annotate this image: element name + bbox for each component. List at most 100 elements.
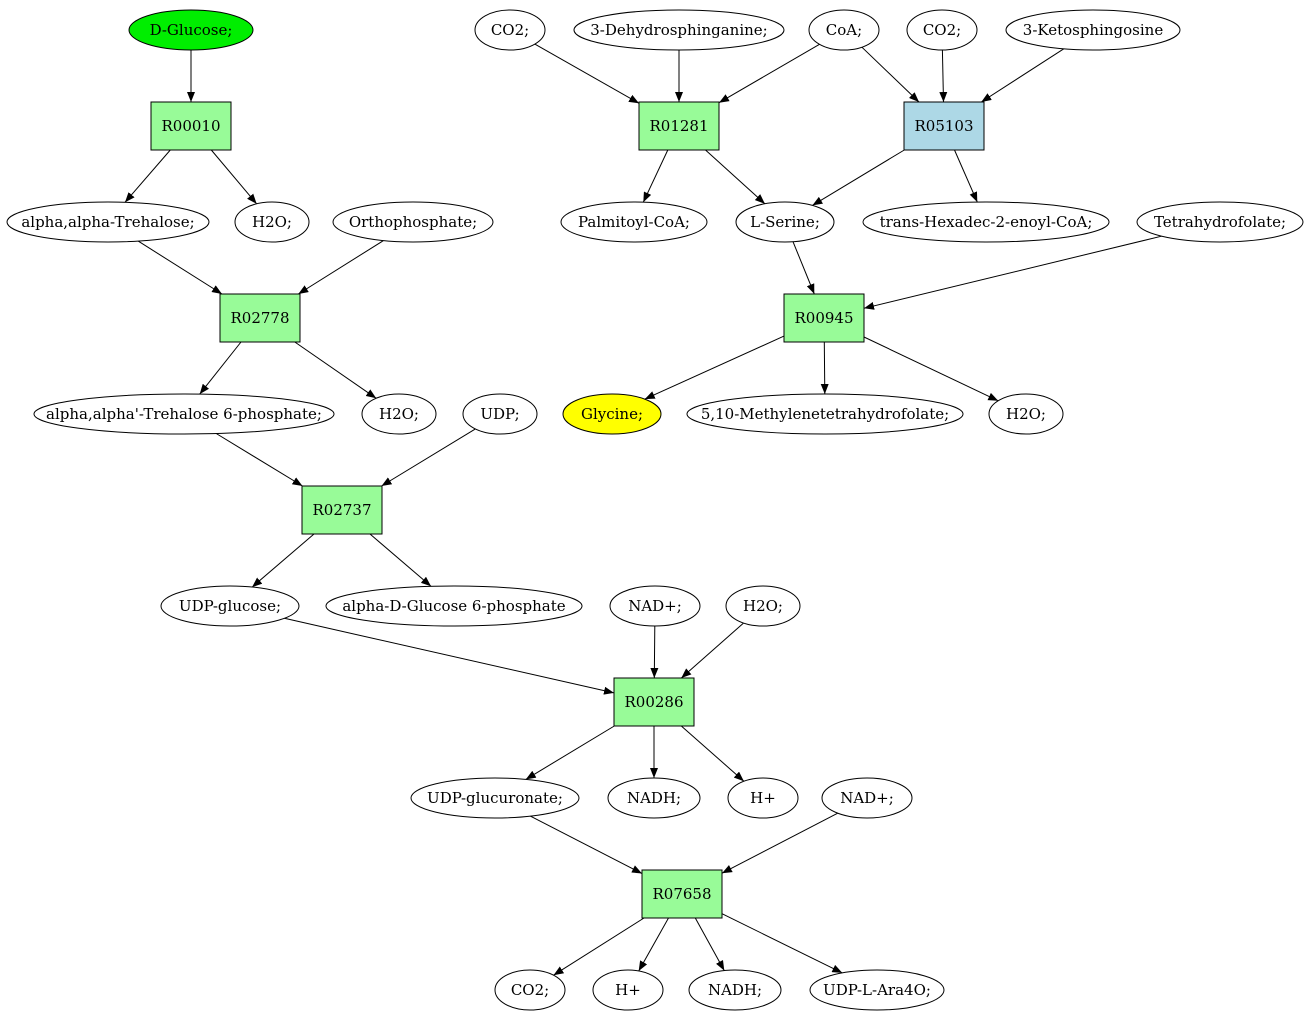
compound-shape[interactable]	[607, 777, 701, 819]
compound-shape[interactable]	[410, 777, 580, 819]
compound-shape[interactable]	[1005, 9, 1181, 51]
reaction-shape[interactable]	[150, 101, 232, 151]
compound-shape[interactable]	[562, 393, 662, 435]
compound-shape[interactable]	[462, 393, 538, 435]
compound-label: CO2;	[491, 21, 529, 39]
compound-label: 3-Dehydrosphinganine;	[590, 21, 767, 39]
compound-node[interactable]: UDP-L-Ara4O;	[809, 969, 945, 1011]
compound-node[interactable]: 3-Ketosphingosine	[1005, 9, 1181, 51]
compound-node[interactable]: H2O;	[361, 393, 437, 435]
reaction-shape[interactable]	[903, 101, 985, 151]
compound-node[interactable]: CO2;	[494, 969, 566, 1011]
reaction-shape[interactable]	[301, 485, 383, 535]
compound-shape[interactable]	[573, 9, 785, 51]
reaction-shape[interactable]	[219, 293, 301, 343]
compound-label: CO2;	[923, 21, 961, 39]
edge-r_R07658-to-c_udparab	[721, 913, 843, 974]
compound-node[interactable]: UDP-glucuronate;	[410, 777, 580, 819]
nodes-layer: D-Glucose; alpha,alpha-Trehalose; H2O; Orth…	[6, 9, 1304, 1011]
compound-node[interactable]: Glycine;	[562, 393, 662, 435]
reaction-shape[interactable]	[783, 293, 865, 343]
compound-label: Glycine;	[581, 405, 643, 423]
edge-r_R07658-to-c_nadh_2	[694, 917, 725, 971]
compound-shape[interactable]	[725, 585, 801, 627]
reaction-node[interactable]: R00010	[150, 101, 232, 151]
compound-node[interactable]: NAD+;	[609, 585, 701, 627]
edge-c_udpglucose-to-r_R00286	[284, 617, 615, 695]
compound-node[interactable]: Palmitoyl-CoA;	[560, 201, 708, 243]
compound-shape[interactable]	[33, 393, 335, 435]
compound-shape[interactable]	[727, 777, 799, 819]
compound-node[interactable]: alpha-D-Glucose 6-phosphate	[325, 585, 583, 627]
reaction-label: R00010	[161, 117, 220, 135]
reaction-shape[interactable]	[613, 677, 695, 727]
compound-shape[interactable]	[560, 201, 708, 243]
compound-shape[interactable]	[906, 9, 978, 51]
compound-node[interactable]: D-Glucose;	[128, 9, 254, 51]
compound-shape[interactable]	[592, 969, 664, 1011]
compound-shape[interactable]	[808, 9, 880, 51]
compound-node[interactable]: 3-Dehydrosphinganine;	[573, 9, 785, 51]
compound-node[interactable]: CO2;	[474, 9, 546, 51]
edge-r_R05103-to-c_hexadecenoyl	[954, 149, 978, 203]
compound-shape[interactable]	[735, 201, 835, 243]
compound-node[interactable]: H+	[592, 969, 664, 1011]
compound-shape[interactable]	[474, 9, 546, 51]
compound-label: UDP-glucose;	[179, 597, 281, 615]
compound-shape[interactable]	[686, 393, 964, 435]
compound-node[interactable]: Tetrahydrofolate;	[1136, 201, 1304, 243]
compound-node[interactable]: Orthophosphate;	[332, 201, 494, 243]
reaction-node[interactable]: R01281	[638, 101, 720, 151]
compound-node[interactable]: UDP-glucose;	[160, 585, 300, 627]
compound-shape[interactable]	[1136, 201, 1304, 243]
compound-label: Tetrahydrofolate;	[1154, 213, 1286, 231]
compound-shape[interactable]	[128, 9, 254, 51]
compound-shape[interactable]	[821, 777, 913, 819]
compound-label: CO2;	[511, 981, 549, 999]
compound-shape[interactable]	[494, 969, 566, 1011]
reaction-node[interactable]: R00945	[783, 293, 865, 343]
compound-shape[interactable]	[609, 585, 701, 627]
compound-node[interactable]: H2O;	[234, 201, 310, 243]
compound-node[interactable]: NADH;	[688, 969, 782, 1011]
compound-shape[interactable]	[361, 393, 437, 435]
compound-shape[interactable]	[160, 585, 300, 627]
compound-node[interactable]: alpha,alpha-Trehalose;	[6, 201, 210, 243]
compound-node[interactable]: trans-Hexadec-2-enoyl-CoA;	[862, 201, 1110, 243]
compound-node[interactable]: NADH;	[607, 777, 701, 819]
compound-node[interactable]: 5,10-Methylenetetrahydrofolate;	[686, 393, 964, 435]
reaction-node[interactable]: R02778	[219, 293, 301, 343]
compound-shape[interactable]	[6, 201, 210, 243]
compound-shape[interactable]	[234, 201, 310, 243]
compound-node[interactable]: CoA;	[808, 9, 880, 51]
compound-shape[interactable]	[862, 201, 1110, 243]
reaction-node[interactable]: R02737	[301, 485, 383, 535]
reaction-shape[interactable]	[641, 869, 723, 919]
reaction-shape[interactable]	[638, 101, 720, 151]
reaction-label: R02737	[312, 501, 371, 519]
compound-node[interactable]: H2O;	[725, 585, 801, 627]
reaction-node[interactable]: R00286	[613, 677, 695, 727]
compound-node[interactable]: H+	[727, 777, 799, 819]
reaction-node[interactable]: R07658	[641, 869, 723, 919]
compound-shape[interactable]	[988, 393, 1064, 435]
compound-node[interactable]: NAD+;	[821, 777, 913, 819]
compound-shape[interactable]	[332, 201, 494, 243]
reaction-label: R02778	[230, 309, 289, 327]
compound-shape[interactable]	[688, 969, 782, 1011]
compound-node[interactable]: H2O;	[988, 393, 1064, 435]
reaction-node[interactable]: R05103	[903, 101, 985, 151]
edge-r_R05103-to-c_serine	[812, 149, 905, 206]
edge-r_R01281-to-c_palmitoylcoa	[642, 149, 669, 203]
compound-shape[interactable]	[325, 585, 583, 627]
compound-node[interactable]: L-Serine;	[735, 201, 835, 243]
compound-label: NAD+;	[840, 789, 894, 807]
edge-c_thf-to-r_R00945	[863, 235, 1162, 310]
compound-node[interactable]: alpha,alpha'-Trehalose 6-phosphate;	[33, 393, 335, 435]
edge-c_nad_2-to-r_R07658	[721, 812, 838, 874]
compound-node[interactable]: CO2;	[906, 9, 978, 51]
compound-shape[interactable]	[809, 969, 945, 1011]
edge-r_R02778-to-c_h2o_2	[294, 341, 377, 399]
compound-node[interactable]: UDP;	[462, 393, 538, 435]
edge-c_udp-to-r_R02737	[381, 428, 476, 487]
